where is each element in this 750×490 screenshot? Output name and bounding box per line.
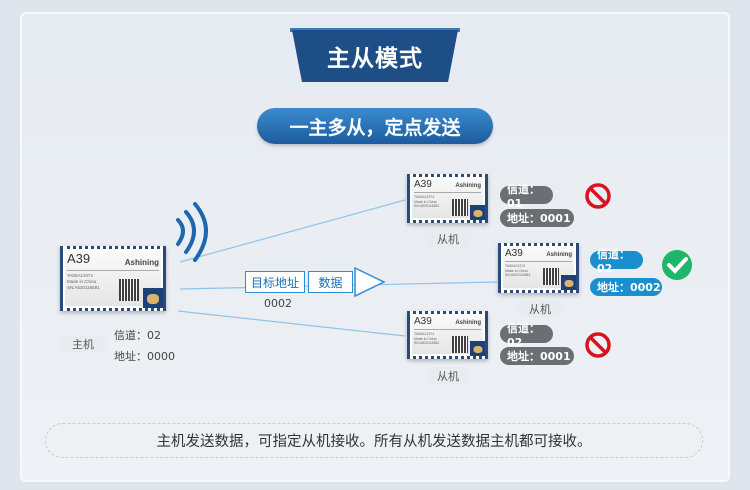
slave-channel: 信道：02 [500, 322, 553, 349]
master-channel: 信道：02 [114, 329, 161, 342]
slave-label: 从机 [517, 300, 563, 318]
page-title: 主从模式 [292, 30, 458, 82]
module-model: A39 [67, 251, 91, 266]
slave-label: 从机 [425, 230, 471, 248]
antenna-icon [143, 288, 163, 308]
check-icon [662, 250, 692, 280]
slave-channel: 信道：01 [500, 183, 553, 210]
slave-label: 从机 [425, 367, 471, 385]
link-slave-1 [179, 199, 406, 263]
packet-target-value: 0002 [264, 297, 292, 310]
master-address: 地址：0000 [114, 350, 175, 363]
send-arrow-icon [354, 266, 386, 298]
antenna-icon [470, 205, 485, 220]
slave-channel: 信道：02 [590, 248, 643, 275]
prohibit-icon [585, 332, 611, 358]
link-slave-3 [177, 310, 406, 337]
antenna-icon [561, 275, 576, 290]
footer-note: 主机发送数据，可指定从机接收。所有从机发送数据主机都可接收。 [45, 423, 703, 458]
slave-address: 地址：0001 [500, 209, 574, 227]
brand-logo: Ashining [124, 258, 159, 267]
antenna-icon [470, 341, 485, 356]
master-label: 主机 [60, 335, 106, 353]
subtitle-banner: 一主多从，定点发送 [257, 108, 493, 144]
slave-address: 地址：0002 [590, 278, 662, 296]
wireless-signal-icon [176, 202, 208, 262]
prohibit-icon [585, 183, 611, 209]
slave-address: 地址：0001 [500, 347, 574, 365]
qr-code [119, 279, 139, 301]
packet-target-address: 目标地址 [245, 271, 305, 293]
packet-data: 数据 [308, 271, 353, 293]
